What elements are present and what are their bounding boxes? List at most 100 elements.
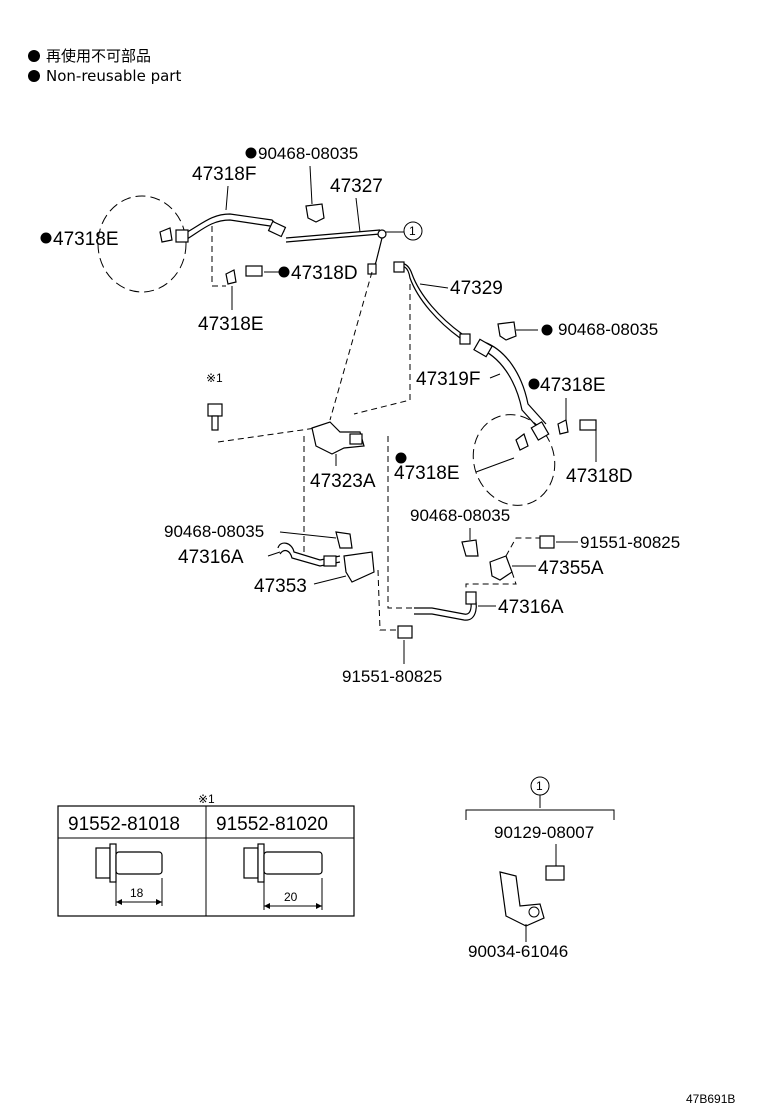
non-reusable-dot-icon bbox=[245, 147, 257, 159]
detail-marker-circle bbox=[403, 221, 423, 241]
dash-to-junction bbox=[329, 271, 373, 421]
bolt-18-flange bbox=[109, 843, 117, 883]
hose-47316A-left-fitting bbox=[323, 555, 337, 567]
union-bolt-47318D-right bbox=[579, 419, 597, 431]
label-91551-80825-bottom: 91551-80825 bbox=[342, 667, 442, 686]
arrow-left-icon bbox=[264, 903, 270, 909]
clamp-90034-61046-icon bbox=[499, 871, 545, 927]
dash-bracket-to-bolt bbox=[377, 569, 396, 631]
bolt-18-shank bbox=[115, 851, 163, 875]
tube-joint bbox=[377, 229, 387, 239]
clamp-hole bbox=[528, 906, 540, 918]
flange-bolt-shank bbox=[211, 415, 219, 431]
leader-47318F bbox=[225, 185, 229, 211]
non-reusable-dot-icon bbox=[528, 378, 540, 390]
legend-text-ja: 再使用不可部品 bbox=[46, 47, 151, 65]
bolt-table-mark: ※1 bbox=[198, 792, 215, 806]
union-bolt-47318D-top bbox=[245, 265, 263, 277]
label-47318F: 47318F bbox=[192, 164, 256, 185]
hose-47319F-fitting-bottom bbox=[530, 421, 550, 441]
bolt-91551-80825-right bbox=[539, 535, 555, 549]
label-47318E-left: 47318E bbox=[53, 229, 119, 250]
bolt-table: ※1 91552-81018 91552-81020 18 bbox=[57, 792, 355, 917]
leader-47329 bbox=[419, 283, 449, 289]
non-reusable-dot-icon bbox=[28, 70, 40, 82]
bolt-18-icon: 18 bbox=[95, 843, 163, 906]
bolt-20-shank bbox=[263, 851, 323, 875]
label-47353: 47353 bbox=[254, 576, 307, 597]
tube-47329-fitting-bottom bbox=[459, 333, 471, 345]
label-47329: 47329 bbox=[450, 278, 503, 299]
clip-90468-08035-top bbox=[305, 203, 325, 223]
clip-90468-08035-midright bbox=[461, 539, 479, 557]
left-wheel-outline bbox=[97, 195, 187, 293]
bolt-20-dim: 20 bbox=[284, 890, 298, 904]
flange-bolt-icon bbox=[207, 403, 223, 417]
detail-1-part-a: 90129-08007 bbox=[494, 823, 594, 842]
bolt-20-icon: 20 bbox=[243, 843, 323, 910]
non-reusable-dot-icon bbox=[395, 452, 407, 464]
legend-text-en: Non-reusable part bbox=[46, 67, 181, 85]
callout-labels: 90468-08035 47318F 47327 47318E 47318D 4… bbox=[40, 144, 680, 686]
detail-1: 1 90129-08007 90034-61046 bbox=[465, 776, 615, 961]
label-47323A: 47323A bbox=[310, 471, 376, 492]
label-90468-08035-midright: 90468-08035 bbox=[410, 506, 510, 525]
label-90468-08035-right: 90468-08035 bbox=[558, 320, 658, 339]
leader-90468-midleft bbox=[279, 531, 337, 539]
clip-90468-08035-right bbox=[497, 321, 517, 341]
label-47316A-left: 47316A bbox=[178, 547, 244, 568]
label-91551-80825-right: 91551-80825 bbox=[580, 533, 680, 552]
hose-47316A-right-fitting bbox=[465, 591, 477, 605]
dash-to-junction-right bbox=[353, 284, 411, 415]
hose-47319F-fitting-top bbox=[473, 338, 493, 358]
hose-47318F-outline bbox=[181, 219, 281, 243]
hose-fitting-left bbox=[175, 229, 189, 243]
non-reusable-dot-icon bbox=[541, 324, 553, 336]
leader-90468-top bbox=[309, 165, 313, 205]
leader-47316A-left bbox=[267, 551, 281, 557]
hose-47316A-left bbox=[277, 542, 341, 561]
non-reusable-dot-icon bbox=[278, 266, 290, 278]
gasket-47318E-lower bbox=[225, 269, 237, 285]
gasket-47318E-mid bbox=[515, 433, 529, 451]
arrow-right-icon bbox=[156, 899, 162, 905]
junction-47323A bbox=[311, 421, 365, 455]
hose-fitting-right bbox=[267, 220, 287, 238]
dash-bolt-to-junction bbox=[217, 427, 317, 443]
dash-bracket-to-bolt-right bbox=[505, 537, 540, 557]
non-reusable-dot-icon bbox=[28, 50, 40, 62]
arrow-left-icon bbox=[116, 899, 122, 905]
label-47319F: 47319F bbox=[416, 369, 480, 390]
hose-47316A-right bbox=[414, 597, 472, 615]
bolt-20-flange bbox=[257, 843, 265, 883]
leader-dash-left bbox=[211, 226, 226, 287]
detail-1-mark: 1 bbox=[536, 779, 543, 793]
gasket-47318E-right bbox=[557, 419, 569, 435]
non-reusable-dot-icon bbox=[40, 232, 52, 244]
leader-47327 bbox=[355, 197, 361, 233]
tube-47327-outline bbox=[285, 233, 381, 243]
hose-47316A-left-outline bbox=[279, 549, 341, 567]
right-wheel-outline bbox=[472, 414, 556, 506]
bracket-47353 bbox=[343, 551, 375, 583]
leader-47319F bbox=[489, 373, 501, 379]
bolt-18-head bbox=[95, 847, 111, 879]
tube-end-fitting bbox=[367, 263, 377, 275]
label-47318E-mid: 47318E bbox=[394, 463, 460, 484]
tube-47329-fitting-top bbox=[393, 261, 405, 273]
leader-47353 bbox=[313, 575, 347, 585]
label-47318E-below: 47318E bbox=[198, 314, 264, 335]
arrow-right-icon bbox=[316, 903, 322, 909]
label-47318D-top: 47318D bbox=[291, 263, 358, 284]
junction-fitting bbox=[349, 433, 363, 445]
label-47355A: 47355A bbox=[538, 558, 604, 579]
detail-1-part-b: 90034-61046 bbox=[468, 942, 568, 961]
bolt-90129-08007-icon bbox=[545, 865, 565, 881]
label-kome1: ※1 bbox=[206, 371, 223, 385]
bolt-18-dim: 18 bbox=[130, 886, 144, 900]
bolt-table-col2-header: 91552-81020 bbox=[216, 814, 328, 835]
gasket-47318E-left bbox=[159, 227, 173, 243]
label-circle1: 1 bbox=[409, 224, 416, 238]
bracket-47355A bbox=[489, 555, 513, 581]
bolt-91551-80825-bottom bbox=[397, 625, 413, 639]
